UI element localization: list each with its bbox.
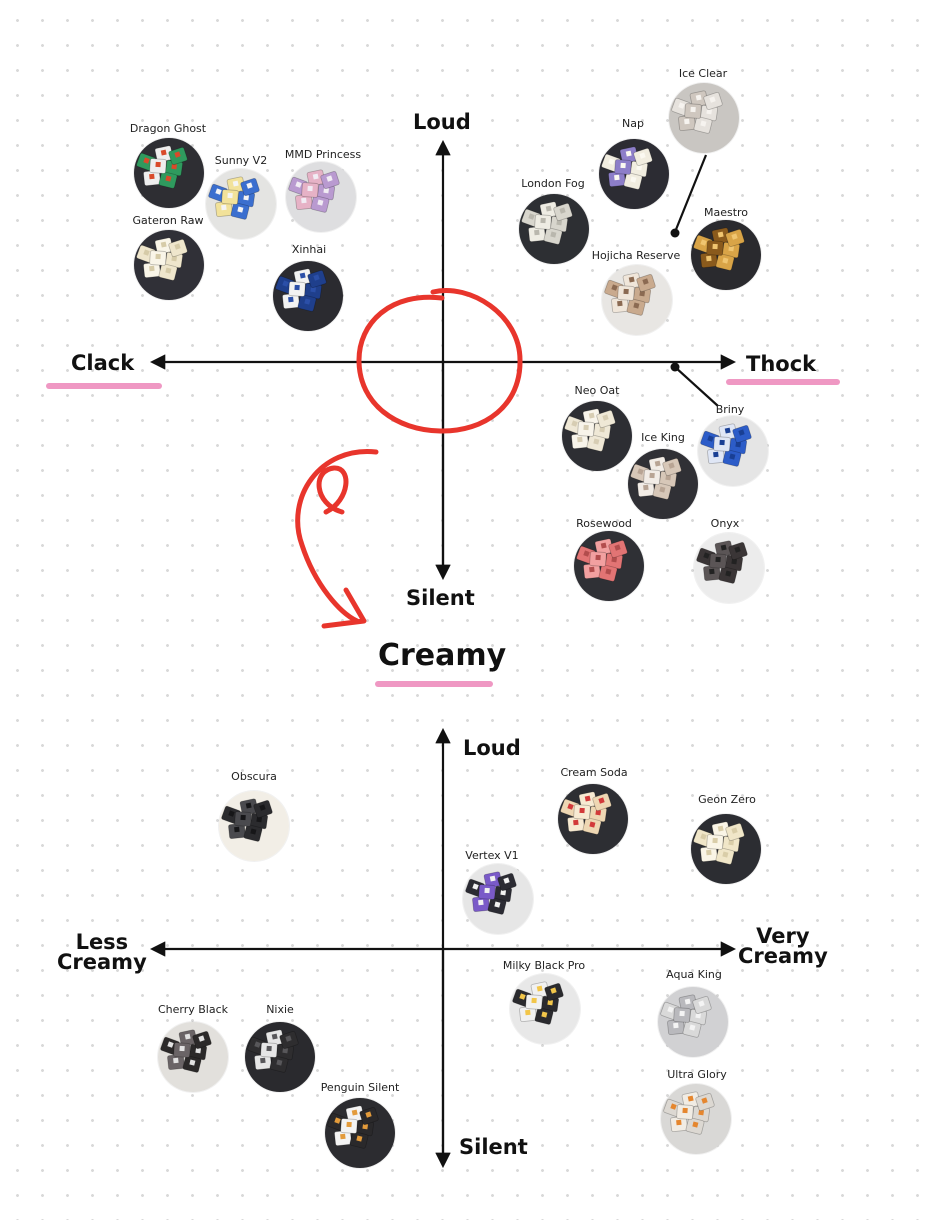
axis-label-loud-bottom: Loud [463,736,521,760]
switch-name: Neo Oat [574,384,620,397]
switch-name: Hojicha Reserve [591,249,681,262]
switch-name: Xinhai [291,243,327,256]
switch-name: Dragon Ghost [129,122,207,135]
switch-photo [599,139,669,209]
switch-photo [325,1098,395,1168]
switch-photo [219,791,289,861]
switch-photo [273,261,343,331]
switch-photo [558,784,628,854]
switch-name: MMD Princess [284,148,362,161]
ice-clear-connector [673,154,708,233]
switch-photo [628,449,698,519]
switch-photo [134,230,204,300]
switch-name: Ice Clear [678,67,728,80]
axis-label-silent: Silent [406,586,475,610]
switch-photo [206,169,276,239]
switch-photo [286,162,356,232]
axis-label-less-creamy: Less Creamy [57,930,147,974]
switch-photo [698,416,768,486]
switch-photo [245,1022,315,1092]
switch-photo [691,814,761,884]
switch-name: Geon Zero [698,793,756,806]
switch-name: Vertex V1 [465,849,519,862]
switch-name: Gateron Raw [132,214,204,227]
briny-connector [674,366,719,407]
axis-label-silent-bottom: Silent [459,1135,528,1159]
switch-name: London Fog [521,177,585,190]
switch-photo [658,987,728,1057]
switch-name: Milky Black Pro [502,959,586,972]
switch-name: Briny [715,403,745,416]
switch-photo [134,138,204,208]
switch-photo [661,1084,731,1154]
switch-name: Sunny V2 [214,154,268,167]
switch-photo [519,194,589,264]
switch-name: Nap [622,117,644,130]
section-title-creamy: Creamy [378,638,507,673]
switch-photo [602,265,672,335]
switch-photo [691,220,761,290]
switch-photo [158,1022,228,1092]
red-curly-arrow [295,449,379,624]
axis-label-loud: Loud [413,110,471,134]
switch-name: Maestro [703,206,749,219]
switch-name: Nixie [266,1003,294,1016]
axis-label-very-creamy: Very Creamy [738,924,828,968]
red-circle [356,288,523,434]
switch-name: Rosewood [576,517,632,530]
axis-label-clack: Clack [71,351,135,375]
axis-label-thock: Thock [746,352,817,376]
switch-name: Ice King [641,431,685,444]
switch-name: Cream Soda [560,766,628,779]
switch-name: Aqua King [666,968,722,981]
switch-name: Obscura [231,770,277,783]
switch-name: Penguin Silent [320,1081,400,1094]
switch-photo [694,533,764,603]
switch-photo [463,864,533,934]
switch-name: Cherry Black [157,1003,229,1016]
switch-name: Onyx [710,517,740,530]
switch-photo [669,83,739,153]
switch-photo [574,531,644,601]
switch-photo [562,401,632,471]
switch-name: Ultra Glory [667,1068,727,1081]
switch-photo [510,974,580,1044]
